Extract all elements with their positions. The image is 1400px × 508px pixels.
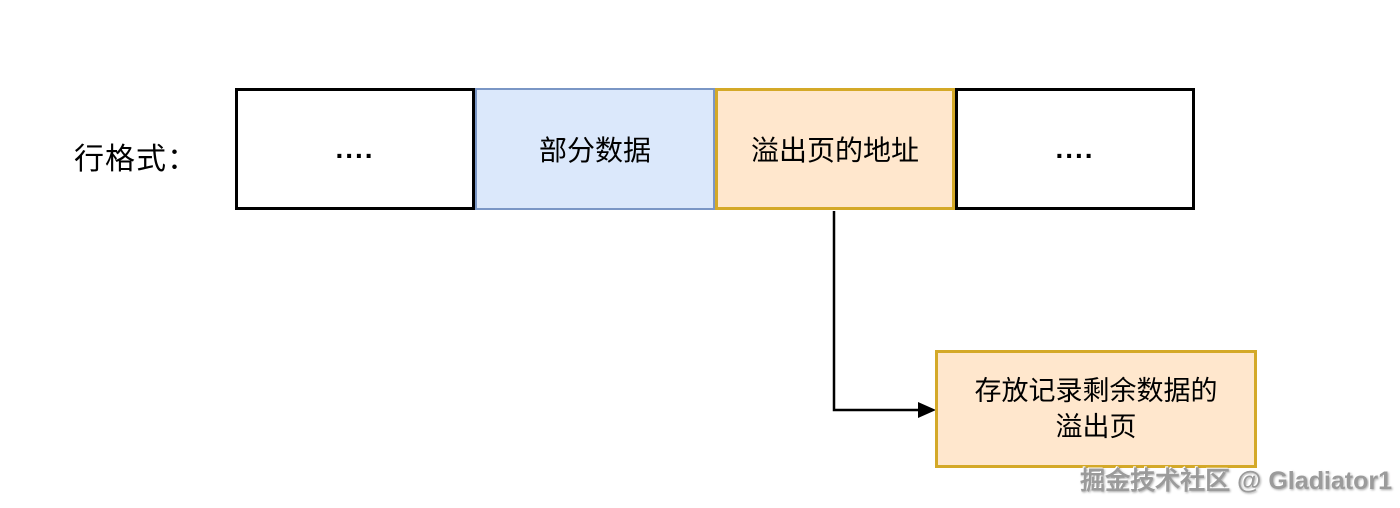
arrow-line: [832, 211, 921, 412]
row-format-cells: .... 部分数据 溢出页的地址 ....: [235, 88, 1195, 210]
cell-ellipsis-left: ....: [235, 88, 475, 210]
row-format-label: 行格式：: [74, 143, 198, 176]
overflow-page-box: 存放记录剩余数据的 溢出页: [935, 350, 1257, 468]
arrowhead-icon: [918, 402, 936, 418]
overflow-page-box-line1: 存放记录剩余数据的: [974, 375, 1218, 406]
watermark: 掘金技术社区 @ Gladiator1: [1080, 467, 1392, 495]
cell-ellipsis-left-text: ....: [335, 133, 375, 164]
cell-overflow-address: 溢出页的地址: [715, 88, 955, 210]
cell-partial-data-text: 部分数据: [538, 135, 651, 166]
cell-ellipsis-right: ....: [955, 88, 1195, 210]
cell-ellipsis-right-text: ....: [1055, 133, 1095, 164]
overflow-page-box-line2: 溢出页: [1055, 412, 1137, 442]
cell-overflow-address-text: 溢出页的地址: [750, 135, 919, 166]
cell-partial-data: 部分数据: [475, 88, 715, 210]
